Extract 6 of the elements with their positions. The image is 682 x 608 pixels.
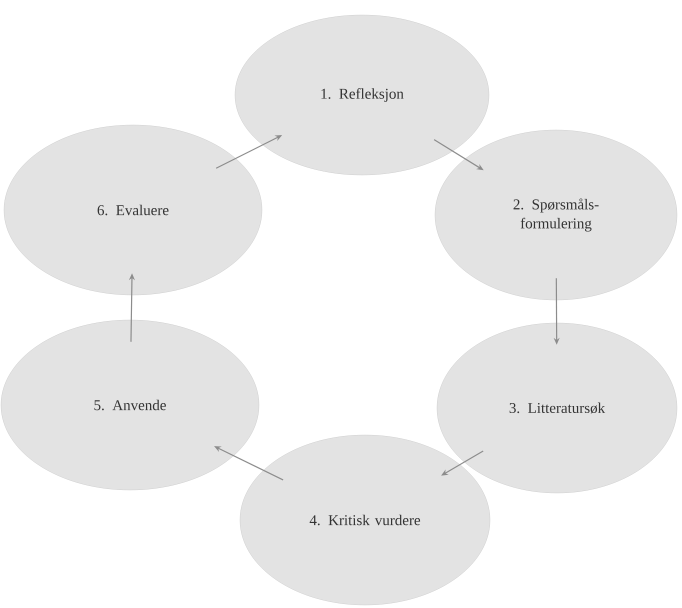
ellipse-node: 1. Refleksjon (234, 14, 490, 176)
ellipse-node: 6. Evaluere (4, 124, 262, 296)
ellipse-node: 2. Spørsmåls- formulering (434, 130, 678, 300)
ellipse-node: 4. Kritisk vurdere (240, 434, 490, 606)
ellipse-node: 5. Anvende (0, 320, 260, 490)
ellipse-node: 3. Litteratursøk (436, 322, 678, 494)
